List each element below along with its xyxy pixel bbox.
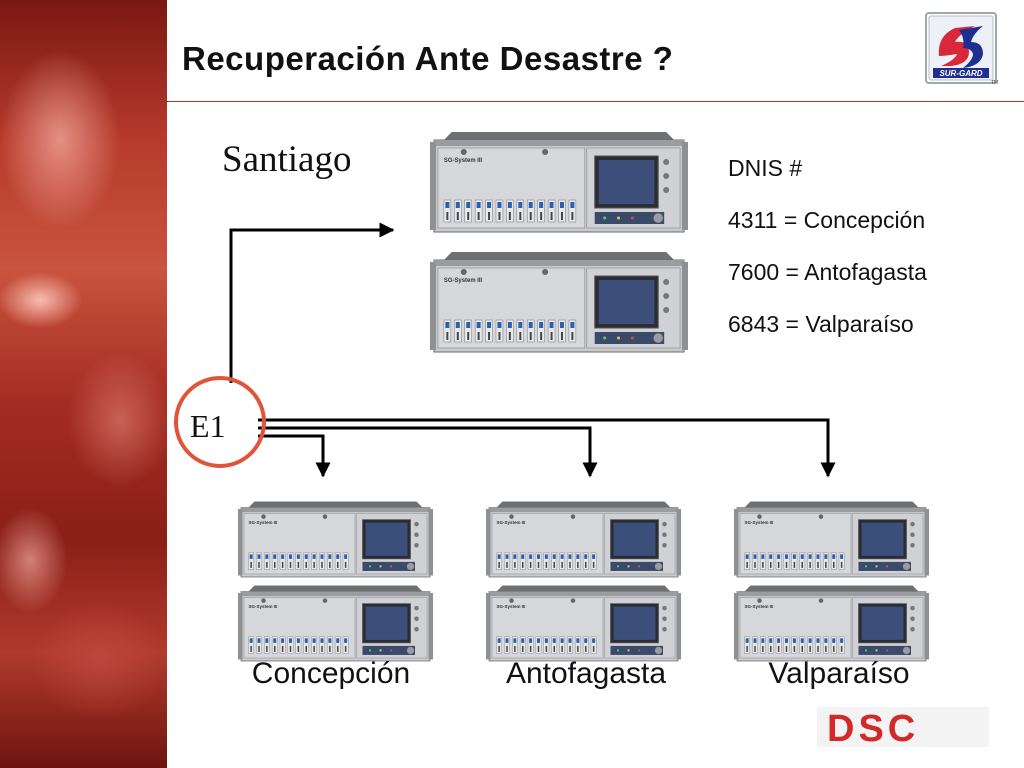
svg-text:SG-System III: SG-System III <box>497 604 526 609</box>
city-label-valparaiso: Valparaíso <box>768 657 910 690</box>
dnis-heading: DNIS # <box>728 155 803 181</box>
title-divider <box>167 101 1024 102</box>
rack-illustration: SG-System III <box>238 501 433 578</box>
receiver-rack-concepcion-1: SG-System III <box>238 500 433 580</box>
svg-text:TM: TM <box>991 80 998 86</box>
svg-text:SG-System III: SG-System III <box>444 158 483 164</box>
svg-text:SG-System III: SG-System III <box>497 520 526 525</box>
svg-text:DSC: DSC <box>827 708 919 747</box>
receiver-rack-antofagasta-2: SG-System III <box>486 584 681 664</box>
svg-text:SG-System III: SG-System III <box>249 604 278 609</box>
rack-illustration: SG-System III <box>486 585 681 662</box>
dnis-entry: 4311 = Concepción <box>728 207 926 233</box>
receiver-rack-valparaiso-2: SG-System III <box>734 584 929 664</box>
site-label-santiago: Santiago <box>222 139 352 180</box>
svg-text:SG-System III: SG-System III <box>444 278 483 284</box>
svg-text:SUR-GARD: SUR-GARD <box>939 69 982 78</box>
rack-illustration: SG-System III <box>238 585 433 662</box>
dsc-logo: DSC <box>817 707 989 747</box>
link-concepcion-arrow <box>258 434 331 478</box>
receiver-rack-santiago-2: SG-System III <box>430 250 688 356</box>
receiver-rack-valparaiso-1: SG-System III <box>734 500 929 580</box>
city-label-concepcion: Concepción <box>251 657 411 690</box>
rack-illustration: SG-System III <box>734 585 929 662</box>
e1-ring <box>174 376 266 468</box>
city-label-antofagasta: Antofagasta <box>505 657 667 690</box>
rack-illustration: SG-System III <box>430 132 688 233</box>
rack-illustration: SG-System III <box>734 501 929 578</box>
svg-text:SG-System III: SG-System III <box>745 520 774 525</box>
uplink-arrow <box>229 222 395 383</box>
rack-illustration: SG-System III <box>430 252 688 353</box>
decorative-sidebar-image <box>0 0 167 768</box>
dnis-entry: 7600 = Antofagasta <box>728 259 927 285</box>
svg-text:SG-System III: SG-System III <box>745 604 774 609</box>
e1-label: E1 <box>190 408 226 444</box>
slide-title: Recuperación Ante Desastre ? <box>182 40 674 77</box>
rack-illustration: SG-System III <box>486 501 681 578</box>
dnis-entry: 6843 = Valparaíso <box>728 311 914 337</box>
receiver-rack-santiago-1: SG-System III <box>430 130 688 236</box>
surgard-logo: SUR-GARD TM <box>925 12 998 86</box>
receiver-rack-concepcion-2: SG-System III <box>238 584 433 664</box>
svg-text:SG-System III: SG-System III <box>249 520 278 525</box>
receiver-rack-antofagasta-1: SG-System III <box>486 500 681 580</box>
